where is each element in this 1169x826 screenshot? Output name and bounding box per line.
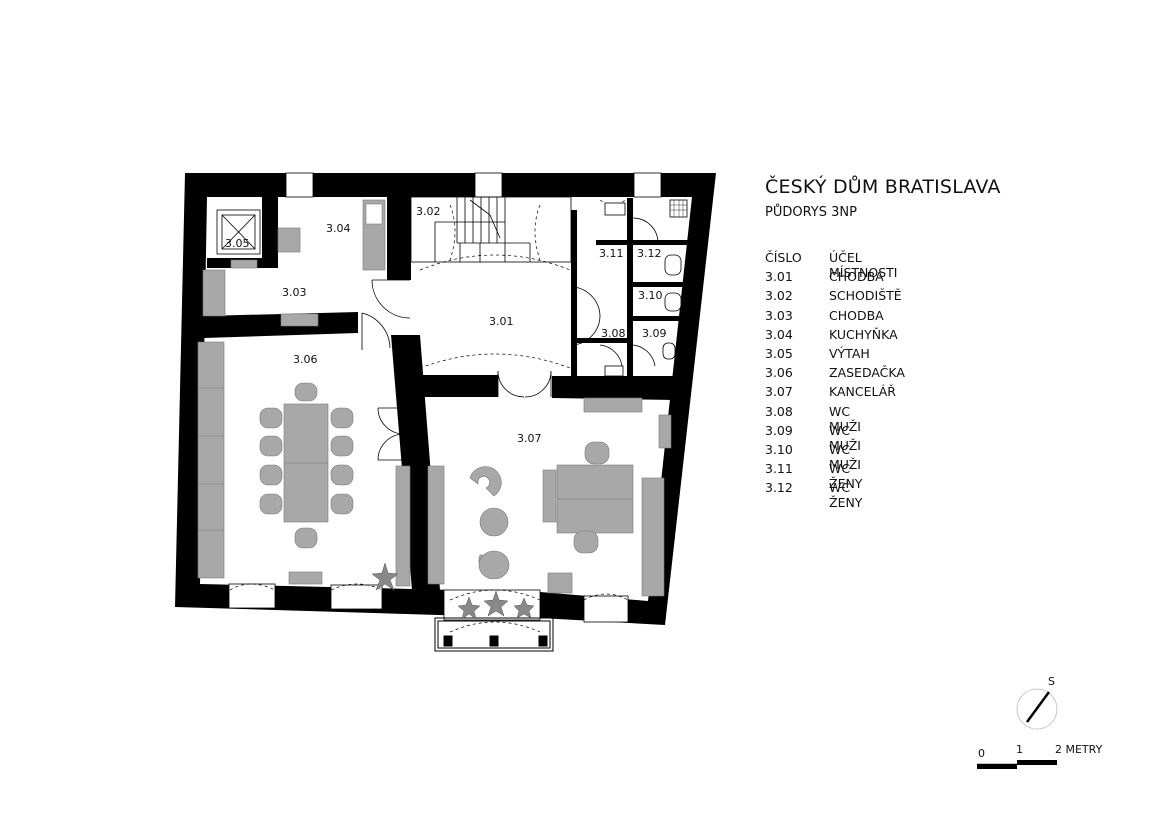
legend-number: 3.11 — [765, 461, 793, 477]
door-swings — [361, 217, 659, 461]
legend-number: 3.10 — [765, 441, 793, 457]
scale-label-2: 2 METRY — [1055, 743, 1103, 756]
room-label-311: 3.11 — [599, 247, 624, 260]
windows — [228, 172, 662, 623]
room-labels: 3.01 3.02 3.03 3.04 3.05 3.06 3.07 3.08 … — [225, 205, 667, 445]
room-label-304: 3.04 — [326, 222, 351, 235]
room-label-301: 3.01 — [489, 315, 514, 328]
legend-number: 3.09 — [765, 422, 793, 438]
legend-purpose: VÝTAH — [829, 345, 870, 361]
legend-number: 3.03 — [765, 307, 793, 323]
room-label-306: 3.06 — [293, 353, 318, 366]
legend-number: 3.05 — [765, 345, 793, 361]
legend-purpose: CHODBA — [829, 269, 884, 285]
legend-number: 3.02 — [765, 288, 793, 304]
room-label-305: 3.05 — [225, 237, 250, 250]
scale-label-1: 1 — [1016, 743, 1023, 756]
interior-walls — [204, 197, 688, 590]
scale-bar-graphic — [977, 760, 1057, 769]
room-label-303: 3.03 — [282, 286, 307, 299]
legend-purpose: KUCHYŇKA — [829, 326, 898, 342]
legend-number: 3.04 — [765, 326, 793, 342]
legend-purpose: KANCELÁŘ — [829, 384, 896, 400]
furniture — [197, 199, 672, 597]
legend-purpose: WC MUŽI — [829, 422, 861, 453]
legend-purpose: WC ŽENY — [829, 480, 863, 511]
elevator — [216, 209, 261, 255]
room-label-312: 3.12 — [637, 247, 662, 260]
legend-number: 3.12 — [765, 480, 793, 496]
legend-purpose: CHODBA — [829, 307, 884, 323]
legend-purpose: WC MUŽI — [829, 403, 861, 434]
legend-number: 3.08 — [765, 403, 793, 419]
drawing-subtitle: PŮDORYS 3NP — [765, 205, 857, 220]
north-arrow-icon — [1016, 688, 1058, 730]
room-label-308: 3.08 — [601, 327, 626, 340]
north-arrow-label: S — [1048, 675, 1055, 688]
room-label-302: 3.02 — [416, 205, 441, 218]
room-label-309: 3.09 — [642, 327, 667, 340]
legend-number: 3.01 — [765, 269, 793, 285]
staircase — [410, 196, 572, 263]
legend-header-number: ČÍSLO — [765, 250, 802, 265]
room-label-307: 3.07 — [517, 432, 542, 445]
legend-purpose: WC ŽENY — [829, 461, 863, 492]
legend-number: 3.06 — [765, 365, 793, 381]
legend-number: 3.07 — [765, 384, 793, 400]
room-label-310: 3.10 — [638, 289, 663, 302]
legend-purpose: WC MUŽI — [829, 441, 861, 472]
legend-header-purpose: ÚČEL MÍSTNOSTI — [829, 250, 898, 280]
wc-fixtures — [604, 199, 688, 377]
legend-purpose: SCHODIŠTĚ — [829, 288, 902, 304]
legend-purpose: ZASEDAČKA — [829, 365, 905, 381]
scale-label-0: 0 — [978, 747, 985, 760]
plants — [371, 562, 535, 620]
drawing-title: ČESKÝ DŮM BRATISLAVA — [765, 176, 1001, 198]
balcony — [434, 617, 554, 652]
